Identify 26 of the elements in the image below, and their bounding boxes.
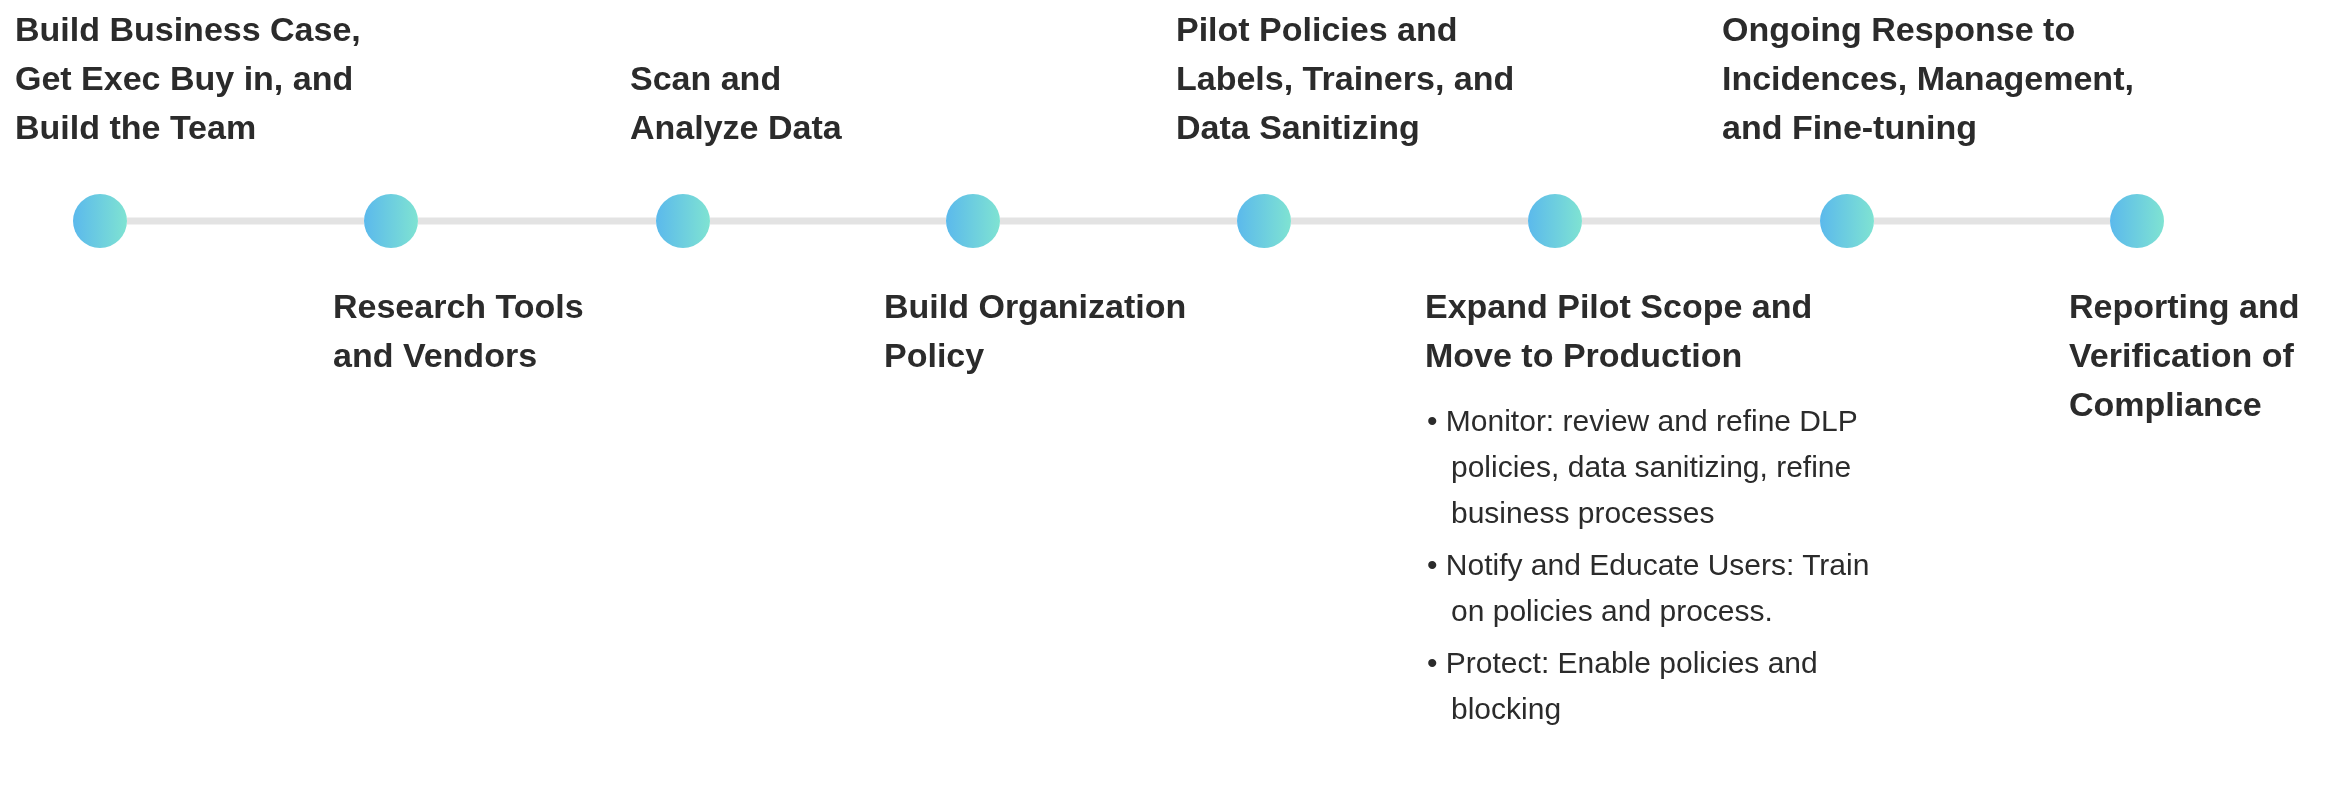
connector-line bbox=[418, 217, 656, 225]
connector-line bbox=[1291, 217, 1528, 225]
milestone-label: Research Tools and Vendors bbox=[333, 286, 585, 376]
connector-line bbox=[1582, 217, 1820, 225]
connector-line bbox=[127, 217, 364, 225]
bullet-item: • Notify and Educate Users: Train on policies and process. bbox=[1427, 547, 1871, 629]
connector-line bbox=[1000, 217, 1237, 225]
bullet-item: • Protect: Enable policies and blocking bbox=[1427, 645, 1819, 727]
milestone-dot bbox=[1820, 194, 1874, 248]
milestone-dot bbox=[364, 194, 418, 248]
milestone-dot bbox=[656, 194, 710, 248]
milestone-label: Build Organization Policy bbox=[884, 286, 1188, 376]
milestone-label: Expand Pilot Scope and Move to Production bbox=[1425, 286, 1814, 376]
milestone-label: Build Business Case, Get Exec Buy in, and Build the Team bbox=[15, 9, 362, 148]
milestone-dot bbox=[1528, 194, 1582, 248]
milestone-label: Scan and Analyze Data bbox=[630, 58, 843, 148]
bullet-item: • Monitor: review and refine DLP policies, data sanitizing, refine business processes bbox=[1427, 403, 1859, 531]
milestone-label: Reporting and Verification of Compliance bbox=[2069, 286, 2301, 425]
milestone-dot bbox=[2110, 194, 2164, 248]
milestone-label: Pilot Policies and Labels, Trainers, and Data Sanitizing bbox=[1176, 9, 1516, 148]
connector-line bbox=[710, 217, 946, 225]
milestone-dot bbox=[946, 194, 1000, 248]
milestone-dot bbox=[1237, 194, 1291, 248]
milestone-label: Ongoing Response to Incidences, Management, and Fine-tuning bbox=[1722, 9, 2135, 148]
milestone-dot bbox=[73, 194, 127, 248]
connector-line bbox=[1874, 217, 2110, 225]
